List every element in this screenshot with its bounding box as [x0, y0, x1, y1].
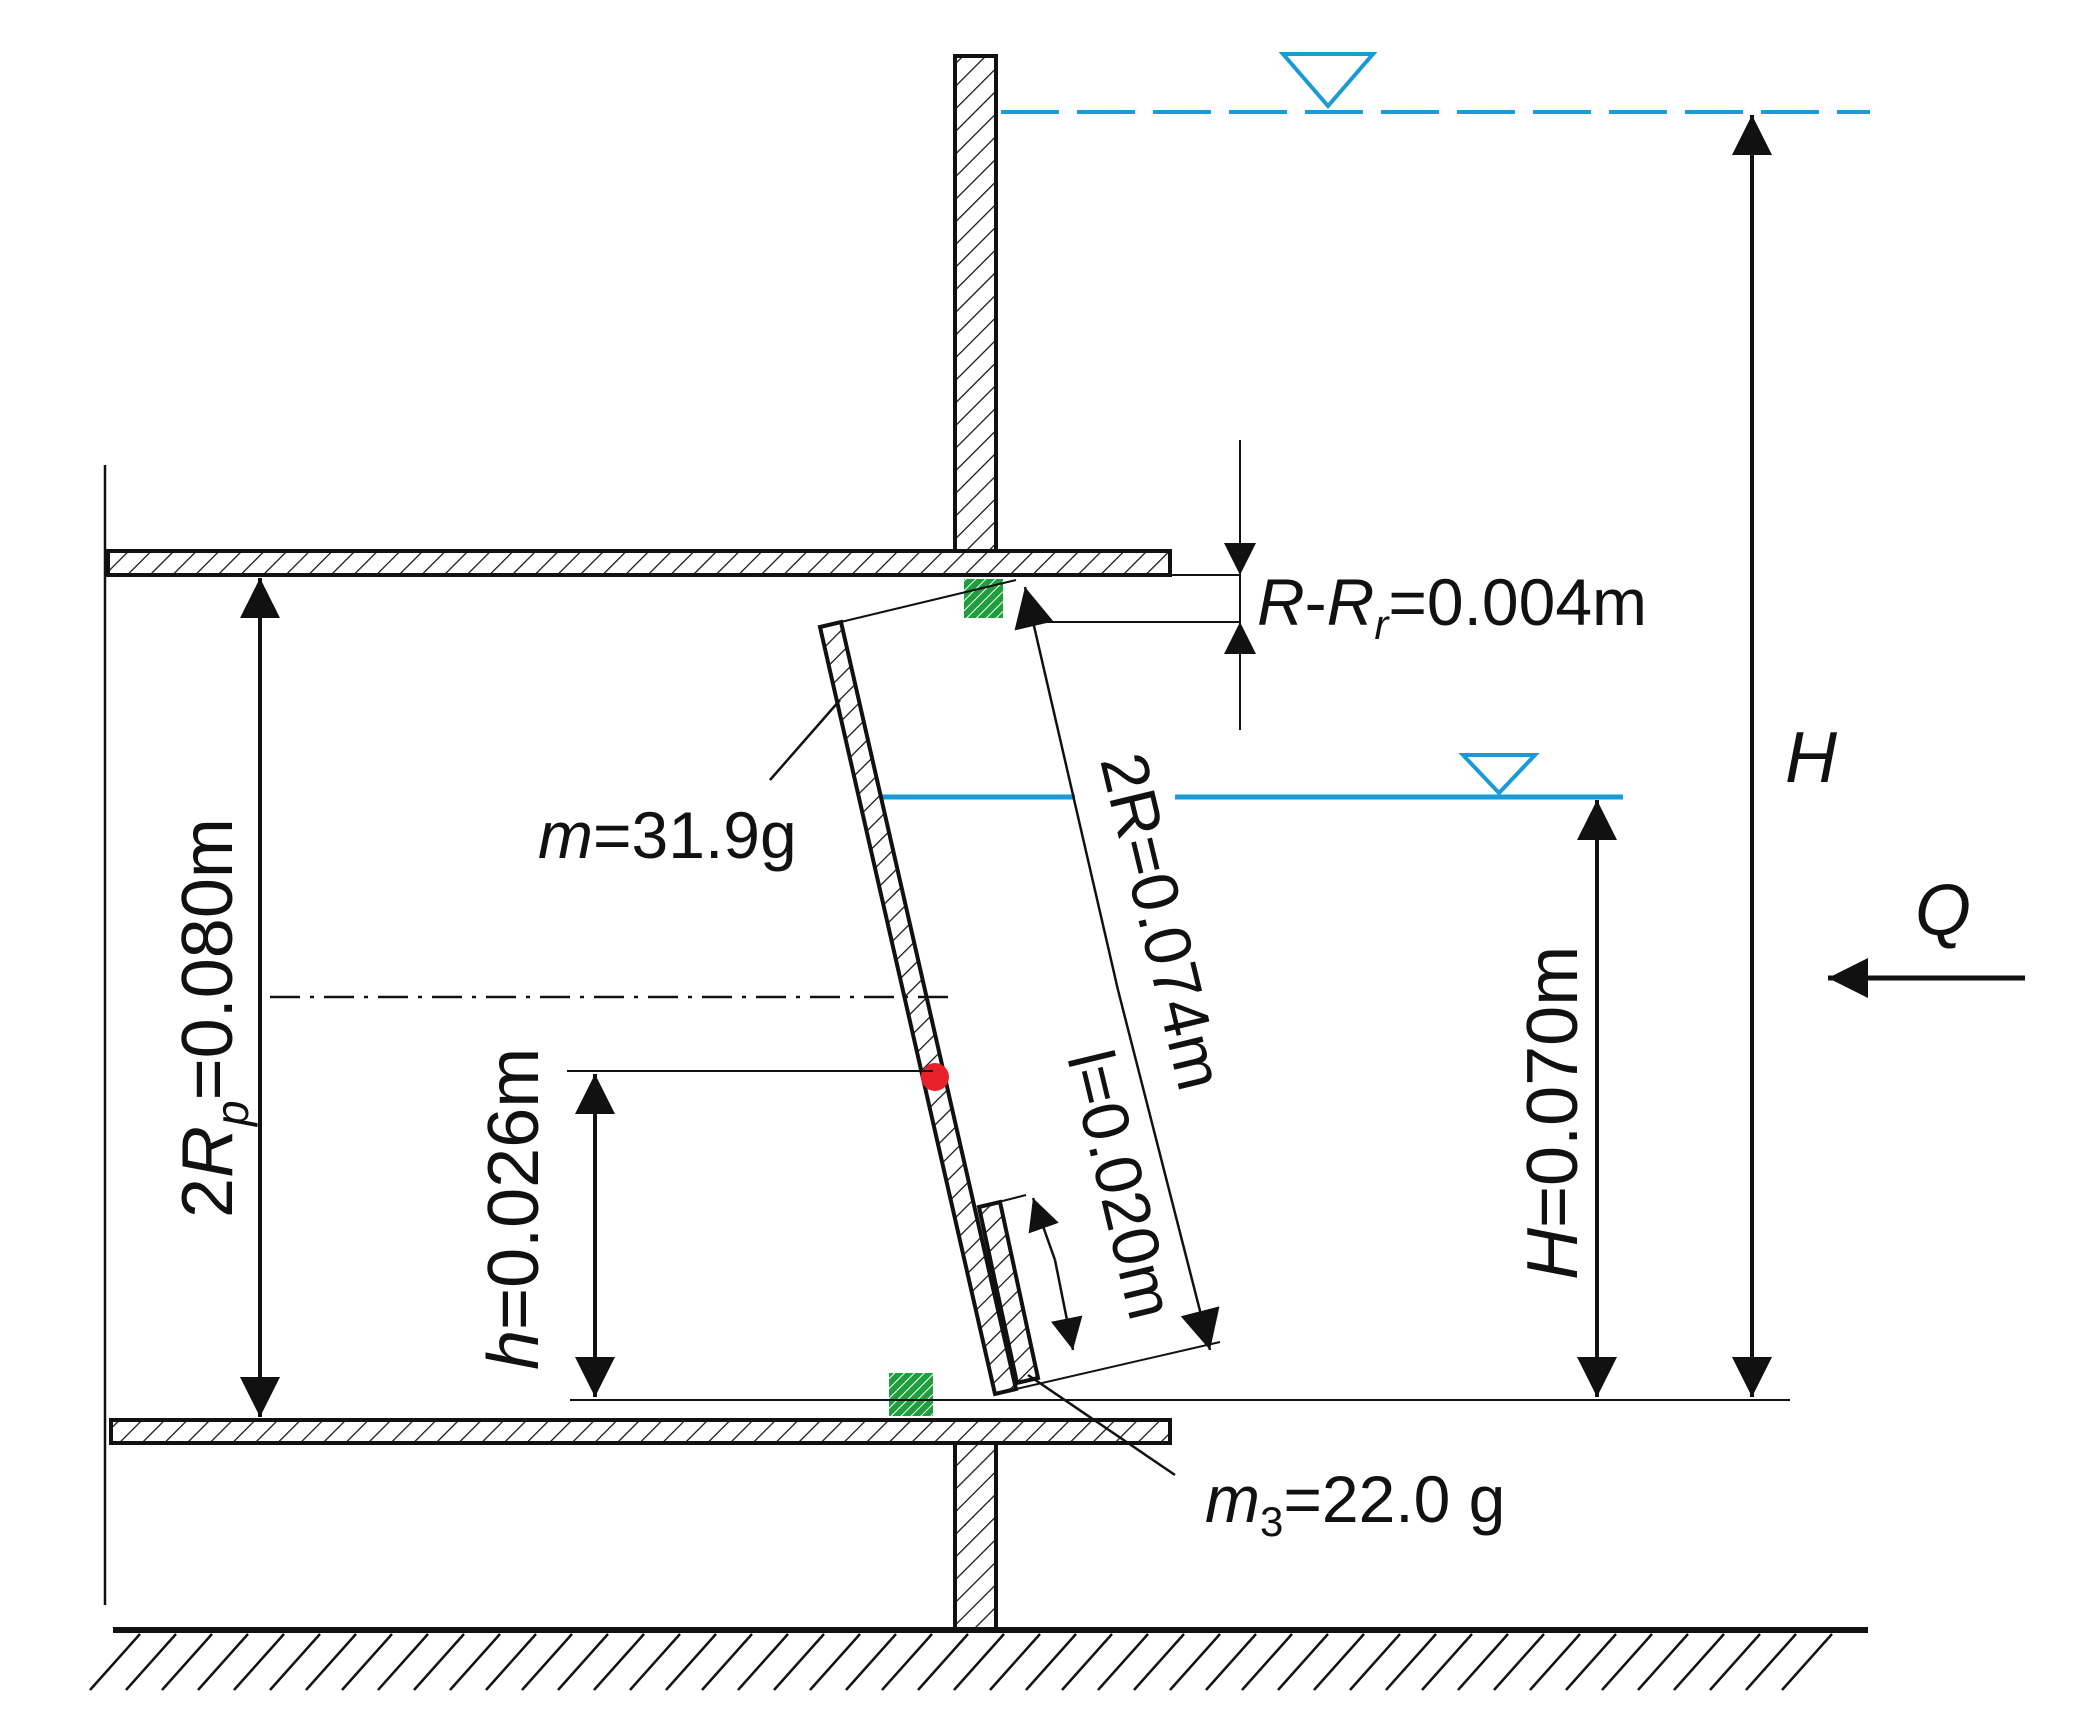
ground-hatch-line	[1025, 1633, 1077, 1691]
ground-hatch-line	[1385, 1633, 1437, 1691]
upstream-water-level	[1001, 52, 1870, 114]
ground-hatch-line	[881, 1633, 933, 1691]
ground-hatch-line	[377, 1633, 429, 1691]
ground-hatch-line	[269, 1633, 321, 1691]
ground-hatch-line	[701, 1633, 753, 1691]
ground-hatch-line	[1205, 1633, 1257, 1691]
ground-hatch-line	[1133, 1633, 1185, 1691]
ground-hatch-line	[1097, 1633, 1149, 1691]
ground-hatch-line	[1673, 1633, 1725, 1691]
flow-label: Q	[1915, 871, 1971, 951]
mass-leader	[769, 699, 841, 781]
water-level-triangle-icon	[1458, 753, 1540, 796]
ground-hatch-line	[845, 1633, 897, 1691]
ground	[89, 1627, 1868, 1691]
ground-hatching	[89, 1633, 1833, 1691]
ground-hatch-line	[917, 1633, 969, 1691]
pivot-square-icon	[889, 1373, 933, 1416]
ground-hatch-line	[953, 1633, 1005, 1691]
ground-hatch-line	[485, 1633, 537, 1691]
center-of-mass-height-label: h=0.026m	[474, 1048, 554, 1370]
r-gap-dimension	[1030, 440, 1256, 730]
ground-hatch-line	[521, 1633, 573, 1691]
center-of-mass-height-dimension	[567, 1070, 1790, 1401]
plate-length-dimension	[819, 579, 1221, 1390]
ground-hatch-line	[1565, 1633, 1617, 1691]
ground-hatch-line	[809, 1633, 861, 1691]
ground-hatch-line	[89, 1633, 141, 1691]
water-level-triangle-icon	[1278, 52, 1378, 110]
ground-hatch-line	[1637, 1633, 1689, 1691]
ground-hatch-line	[1277, 1633, 1329, 1691]
ground-hatch-line	[1349, 1633, 1401, 1691]
ground-hatch-line	[1313, 1633, 1365, 1691]
ground-hatch-line	[413, 1633, 465, 1691]
ground-hatch-line	[593, 1633, 645, 1691]
ground-hatch-line	[1529, 1633, 1581, 1691]
ground-hatch-line	[1169, 1633, 1221, 1691]
ground-hatch-line	[557, 1633, 609, 1691]
ground-hatch-line	[161, 1633, 213, 1691]
ground-hatch-line	[1061, 1633, 1113, 1691]
ground-hatch-line	[449, 1633, 501, 1691]
pipe-upper-wall	[106, 549, 1172, 577]
ground-hatch-line	[125, 1633, 177, 1691]
ground-hatch-line	[1457, 1633, 1509, 1691]
ground-hatch-line	[1421, 1633, 1473, 1691]
ground-hatch-line	[233, 1633, 285, 1691]
ground-hatch-line	[665, 1633, 717, 1691]
ground-hatch-line	[341, 1633, 393, 1691]
ground-hatch-line	[1601, 1633, 1653, 1691]
ground-hatch-line	[989, 1633, 1041, 1691]
downstream-water-level	[880, 753, 1623, 800]
vertical-wall	[953, 54, 998, 1632]
mass-label: m=31.9g	[538, 798, 797, 872]
ground-hatch-line	[773, 1633, 825, 1691]
ground-hatch-line	[1709, 1633, 1761, 1691]
ground-hatch-line	[1241, 1633, 1293, 1691]
ground-hatch-line	[197, 1633, 249, 1691]
counterweight-leader	[1027, 1373, 1176, 1477]
downstream-level-label: H=0.070m	[1513, 946, 1593, 1280]
r-gap-label: R-Rr=0.004m	[1257, 565, 1647, 648]
flap-plate	[817, 619, 1019, 1397]
ground-hatch-line	[305, 1633, 357, 1691]
ground-hatch-line	[1745, 1633, 1797, 1691]
center-of-mass-dot-icon	[921, 1063, 949, 1091]
ground-hatch-line	[629, 1633, 681, 1691]
ground-hatch-line	[737, 1633, 789, 1691]
total-head-label: H	[1785, 718, 1838, 798]
ground-hatch-line	[1781, 1633, 1833, 1691]
ground-hatch-line	[1493, 1633, 1545, 1691]
counterweight-length-dimension	[978, 1194, 1083, 1351]
counterweight-mass-label: m3=22.0 g	[1205, 1462, 1505, 1545]
pipe-diameter-label: 2Rp=0.080m	[168, 818, 258, 1218]
pipe-lower-wall	[109, 1418, 1172, 1445]
